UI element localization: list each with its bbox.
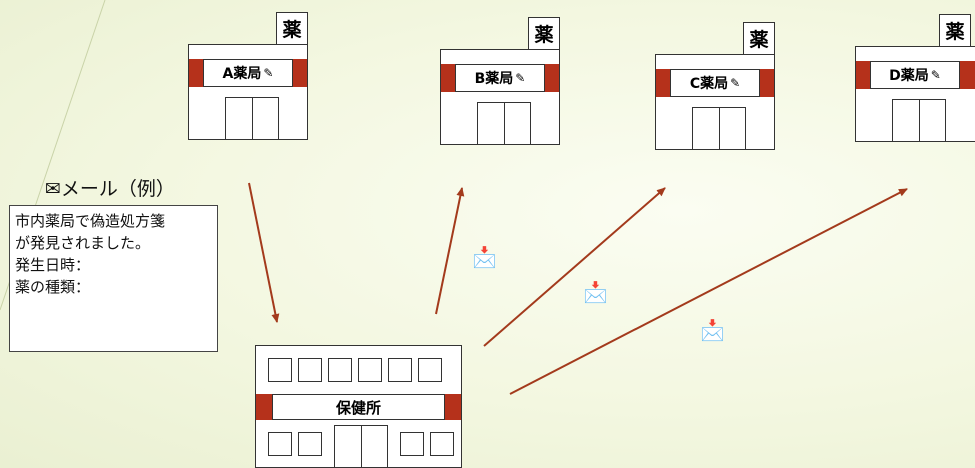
pharmacy-name: B薬局✎ [455,64,545,92]
pharmacy-door [892,99,946,141]
mail-line: 市内薬局で偽造処方箋 [15,212,166,230]
mail-title: ✉メール（例） [45,178,175,200]
send-mail-icon: 📩 [583,280,608,304]
mail-box: 市内薬局で偽造処方箋 が発見されました。 発生日時： 薬の種類： [9,205,218,352]
send-mail-icon: 📩 [700,318,725,342]
pharmacy-door [477,102,531,144]
pharmacy-door [692,107,746,149]
health-center-door [334,425,388,467]
health-center-name: 保健所 [272,394,445,420]
mail-line: 発生日時： [15,256,91,274]
pharmacy-sign: 薬 [276,12,308,44]
health-center-lower-windows-left [268,432,322,456]
pharmacy-name: D薬局✎ [870,61,960,89]
mail-line: 薬の種類： [15,278,91,296]
pharmacy-c: 薬 C薬局✎ [655,22,775,150]
health-center-band: 保健所 [256,394,461,420]
health-center: 保健所 [255,345,462,468]
mail-line: が発見されました。 [15,234,151,252]
arrow-hc-to-b [435,187,465,315]
pharmacy-b: 薬 B薬局✎ [440,17,560,145]
pharmacy-d: 薬 D薬局✎ [855,14,975,142]
send-mail-icon: 📩 [472,245,497,269]
pharmacy-sign: 薬 [528,17,560,49]
pharmacy-band: B薬局✎ [441,64,559,92]
pill-icon: ✎ [730,76,741,90]
pharmacy-name: A薬局✎ [203,59,293,87]
pharmacy-a: 薬 A薬局✎ [188,12,308,140]
arrow-hc-to-c [483,187,666,347]
pharmacy-sign: 薬 [743,22,775,54]
pharmacy-name: C薬局✎ [670,69,760,97]
health-center-windows [268,358,442,382]
pharmacy-band: A薬局✎ [189,59,307,87]
pill-icon: ✎ [515,71,526,85]
arrow-a-to-hc [248,182,280,323]
arrow-hc-to-d [509,188,908,395]
pill-icon: ✎ [263,66,274,80]
health-center-lower-windows-right [400,432,454,456]
pharmacy-sign: 薬 [939,14,971,46]
pharmacy-door [225,97,279,139]
pharmacy-band: C薬局✎ [656,69,774,97]
pill-icon: ✎ [930,68,941,82]
pharmacy-band: D薬局✎ [856,61,975,89]
